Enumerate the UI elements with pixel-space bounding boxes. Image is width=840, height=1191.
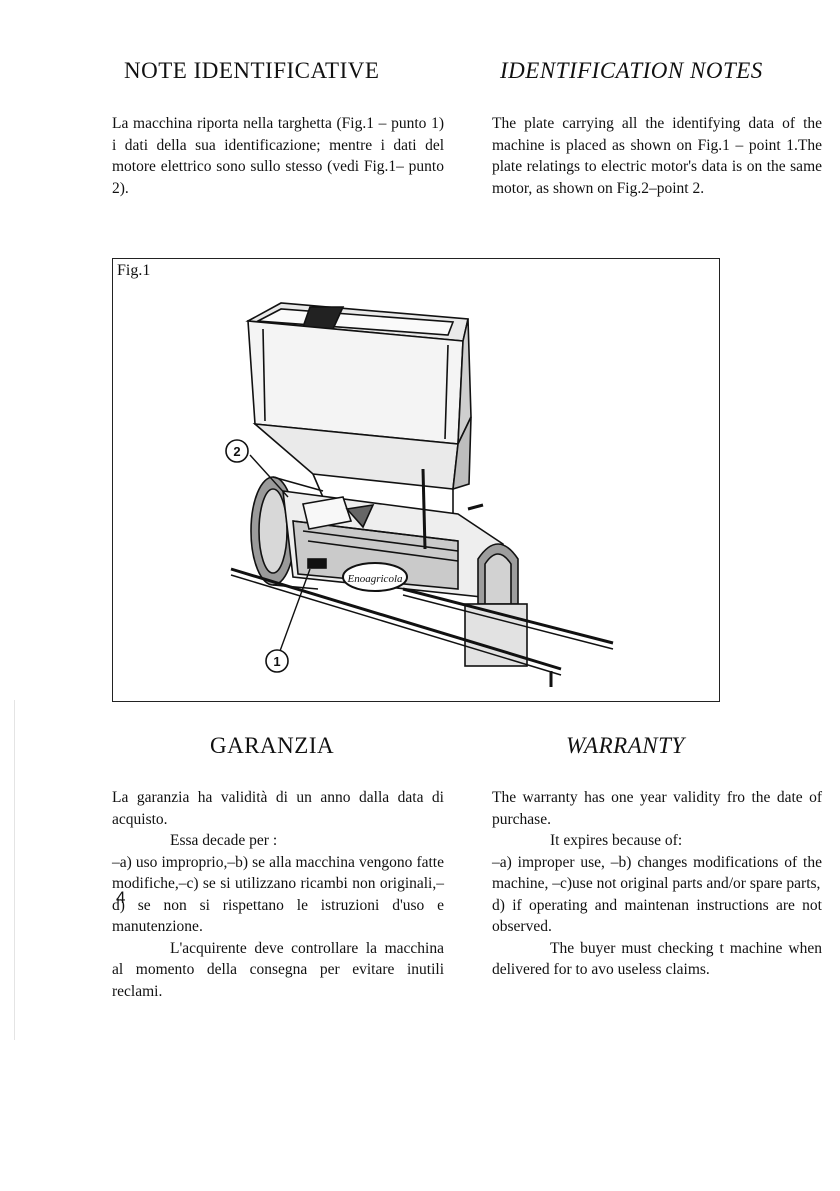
warranty-en-paragraph-5: The buyer must checking t machine when d… [492, 939, 822, 979]
warranty-it-paragraph-4: L'acquirente deve controllare la macchin… [112, 939, 444, 1000]
warranty-text-it: La garanzia ha validità di un anno dalla… [112, 787, 444, 1002]
callout-2: 2 [225, 439, 249, 463]
warranty-it-paragraph-2: Essa decade per : [170, 832, 278, 849]
warranty-heading-en: WARRANTY [566, 733, 685, 758]
identification-plate [307, 558, 327, 569]
scan-margin-line [14, 700, 15, 1040]
identification-paragraph-it: La macchina riporta nella targhetta (Fig… [112, 115, 444, 197]
warranty-it-paragraph-1: La garanzia ha validità di un anno dalla… [112, 789, 444, 828]
warranty-en-paragraph-3: –a) improper use, –b) changes modificati… [492, 853, 822, 893]
callout-1: 1 [265, 649, 289, 673]
identification-text-en: The plate carrying all the identifying d… [492, 113, 822, 199]
identification-paragraph-en: The plate carrying all the identifying d… [492, 115, 822, 197]
warranty-en-paragraph-2: It expires because of: [550, 832, 683, 849]
brand-text: Enoagricola [347, 573, 403, 585]
callout-1-number: 1 [273, 654, 280, 669]
figure-label: Fig.1 [117, 262, 151, 279]
warranty-text-en: The warranty has one year validity fro t… [492, 787, 822, 981]
figure-1-box: Fig.1 [112, 258, 720, 702]
identification-heading-en: IDENTIFICATION NOTES [500, 58, 763, 83]
rail-front [230, 567, 562, 671]
identification-heading-it: NOTE IDENTIFICATIVE [124, 58, 380, 83]
warranty-heading-it: GARANZIA [210, 733, 335, 758]
callout-2-number: 2 [233, 444, 240, 459]
identification-text-it: La macchina riporta nella targhetta (Fig… [112, 113, 444, 199]
rail-back [402, 587, 614, 645]
page-number: 4 [116, 888, 126, 907]
brand-logo [342, 562, 408, 592]
warranty-it-paragraph-3: –a) uso improprio,–b) se alla macchina v… [112, 853, 444, 936]
hopper-front [247, 320, 464, 445]
destemmer-machine-illustration: Enoagricola 2 [225, 302, 614, 687]
warranty-en-paragraph-4: d) if operating and maintenan instructio… [492, 896, 822, 936]
warranty-en-paragraph-1: The warranty has one year validity fro t… [492, 789, 822, 828]
